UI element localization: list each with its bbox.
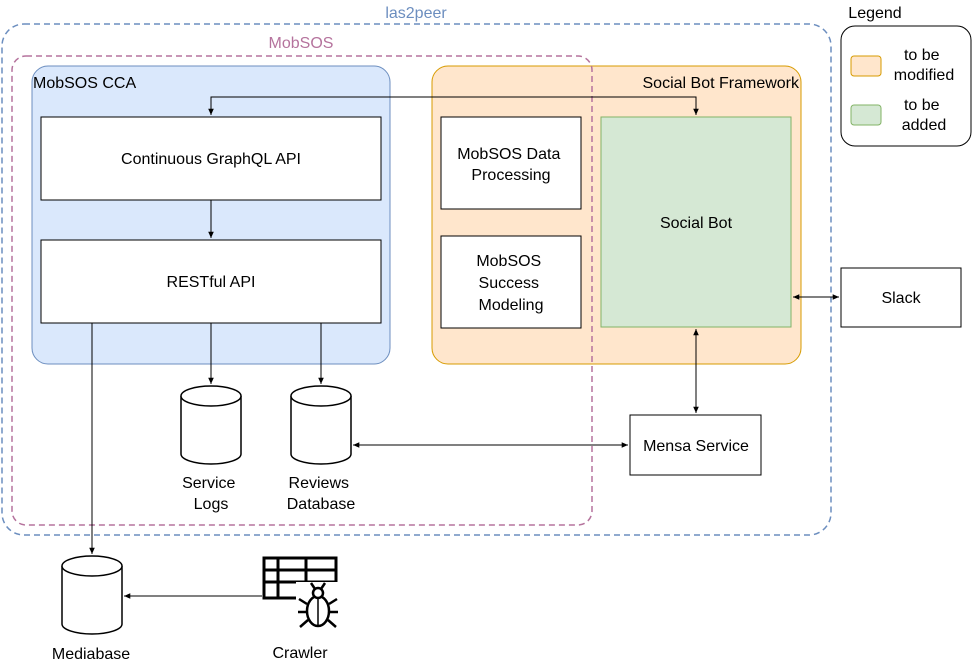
graphql-api-label: Continuous GraphQL API — [121, 151, 301, 168]
reviews-database-icon — [290, 385, 352, 465]
mensa-service-box — [629, 414, 762, 476]
mediabase-database-icon — [61, 555, 123, 635]
social-bot-label: Social Bot — [660, 215, 733, 232]
crawler-label: Crawler — [272, 645, 328, 662]
restful-api-label: RESTful API — [167, 274, 256, 291]
success-modeling-box — [440, 235, 582, 329]
service-logs-database-icon — [180, 385, 242, 465]
reviews-database-label: Reviews Database — [287, 475, 356, 513]
mobsos-label: MobSOS — [269, 35, 334, 52]
legend-added-label: to be added — [902, 97, 947, 134]
slack-box — [840, 267, 962, 328]
success-modeling-label: MobSOS Success Modeling — [476, 253, 545, 314]
data-processing-label: MobSOS Data Processing — [457, 146, 565, 184]
restful-api-box — [40, 239, 382, 324]
mensa-service-label: Mensa Service — [643, 438, 749, 455]
mediabase-label: Mediabase — [52, 646, 130, 663]
las2peer-label: las2peer — [385, 5, 447, 22]
crawler-icon — [262, 556, 338, 632]
mobsos-container — [11, 55, 593, 526]
legend-title: Legend — [848, 5, 901, 22]
graphql-api-box — [40, 116, 382, 201]
mobsos-cca-label: MobSOS CCA — [33, 75, 136, 92]
data-processing-box — [440, 116, 582, 210]
legend-modified-swatch — [850, 55, 882, 77]
social-bot-framework-label: Social Bot Framework — [643, 75, 800, 92]
service-logs-label: Service Logs — [182, 475, 240, 513]
social-bot-box — [600, 116, 792, 328]
slack-label: Slack — [881, 290, 921, 307]
edge-socialbot-graphql — [208, 96, 699, 115]
connectors — [89, 96, 839, 599]
legend-added-swatch — [850, 104, 882, 126]
legend-modified-label: to be modified — [894, 47, 954, 84]
las2peer-container — [1, 23, 832, 536]
